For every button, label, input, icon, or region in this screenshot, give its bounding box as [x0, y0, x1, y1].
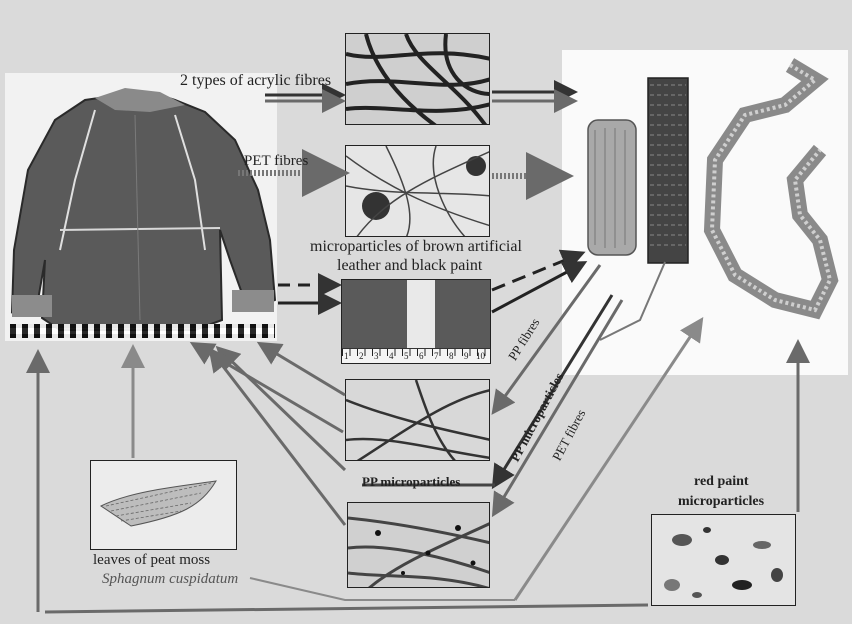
label-red-paint-line2: microparticles [678, 494, 764, 510]
jacket-photo-panel [5, 73, 277, 341]
acrylic-micrograph [345, 33, 490, 125]
ruler-tick-label-10: 10 [476, 351, 485, 361]
peat-moss-leaf-icon [101, 481, 216, 526]
label-pp-microparticles-box: PP microparticles [362, 474, 460, 490]
ruler-tick-label-3: 3 [374, 351, 379, 361]
red-paint-micrograph [651, 514, 796, 606]
ruler-tick-label-6: 6 [419, 351, 424, 361]
label-pet-fibres-diagonal: PET fibres [549, 407, 589, 464]
leather-center-strip [407, 280, 435, 348]
ruler-tick-label-7: 7 [434, 351, 439, 361]
pp-fibres-micrograph [345, 379, 490, 461]
label-pet-fibres: PET fibres [244, 153, 308, 170]
paint-particles-icon [664, 527, 783, 598]
ruler-tick-label-4: 4 [389, 351, 394, 361]
pet-micrograph [345, 145, 490, 237]
textile-photo-panel [562, 50, 848, 375]
label-brown-leather-line1: microparticles of brown artificial [310, 238, 522, 256]
ruler-tick-label-5: 5 [404, 351, 409, 361]
peat-moss-micrograph [90, 460, 237, 550]
label-peat-moss-line2: Sphagnum cuspidatum [102, 571, 238, 588]
pp-microparticles-micrograph [347, 502, 490, 588]
scale-bar-dashes [10, 324, 275, 338]
label-pp-fibres-diagonal: PP fibres [505, 315, 543, 363]
label-brown-leather-line2: leather and black paint [337, 257, 482, 275]
ruler-tick-label-9: 9 [464, 351, 469, 361]
label-peat-moss-line1: leaves of peat moss [93, 552, 210, 569]
ruler-tick-label-2: 2 [359, 351, 364, 361]
label-acrylic-fibres: 2 types of acrylic fibres [180, 72, 331, 90]
ruler-tick-label-8: 8 [449, 351, 454, 361]
ruler-tick-label-1: 1 [344, 351, 349, 361]
label-red-paint-line1: red paint [694, 474, 749, 490]
